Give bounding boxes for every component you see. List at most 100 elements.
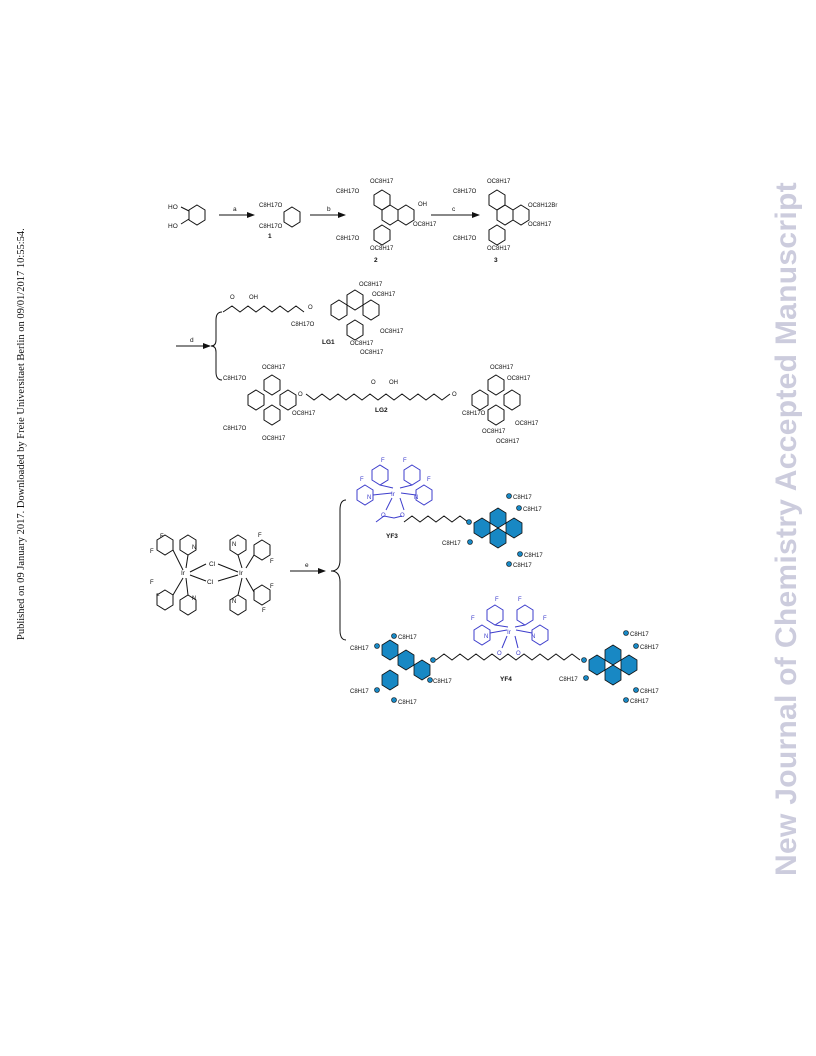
octyl-label: C8H17 xyxy=(640,645,659,651)
octyloxy-label: OC8H17 xyxy=(528,222,552,228)
octyl-label: C8H17 xyxy=(513,563,532,569)
oxygen-label: O xyxy=(400,513,405,519)
compound-3-structure: OC8H17 C8H17O OC8H12Br OC8H17 C8H17O OC8… xyxy=(453,179,557,264)
octyloxy-label: C8H17O xyxy=(453,236,477,242)
fluorine-label: F xyxy=(262,608,266,614)
fluorine-label: F xyxy=(270,584,274,590)
compound-label-yf4: YF4 xyxy=(500,676,512,683)
octyloxy-label: OC8H17 xyxy=(380,329,404,335)
fluorine-label: F xyxy=(270,559,274,565)
octyloxy-label: OC8H17 xyxy=(262,365,286,371)
octyl-label: C8H17 xyxy=(523,507,542,513)
fluorine-label: F xyxy=(150,549,154,555)
octyl-label: C8H17 xyxy=(630,699,649,705)
octyloxy-label: C8H17O xyxy=(291,322,315,328)
oxygen-label: O xyxy=(516,651,521,657)
lg2-structure: OC8H17 C8H17O O OC8H17 C8H17O OC8H17 O O… xyxy=(223,365,539,445)
oxygen-label: O xyxy=(371,380,376,386)
octyloxy-label: C8H17O xyxy=(223,426,247,432)
octyloxy-label: OC8H17 xyxy=(413,222,437,228)
octyloxy-label: OC8H17 xyxy=(350,341,374,347)
octyloxy-label: OC8H17 xyxy=(359,282,383,288)
compound-label-yf3: YF3 xyxy=(386,533,398,540)
fluorine-label: F xyxy=(381,458,385,464)
branch-brace xyxy=(330,499,347,641)
fluorine-label: F xyxy=(495,597,499,603)
octyloxy-label: OC8H17 xyxy=(487,179,511,185)
compound-label-3: 3 xyxy=(494,257,498,264)
octyloxy-label: OC8H17 xyxy=(490,365,514,371)
compound-label-2: 2 xyxy=(374,257,378,264)
octyloxy-label: C8H17O xyxy=(336,189,360,195)
oxygen-label: O xyxy=(381,513,386,519)
octyloxy-label: OC8H17 xyxy=(370,179,394,185)
octyloxy-label: OC8H17 xyxy=(496,439,520,445)
hydroxyl-label: HO xyxy=(168,223,178,230)
fluorine-label: F xyxy=(543,616,547,622)
octyloxy-label: C8H17O xyxy=(259,224,283,230)
compound-2-structure: OC8H17 C8H17O OH OC8H17 C8H17O OC8H17 2 xyxy=(336,179,437,264)
chloride-label: Cl xyxy=(209,561,216,568)
octyloxy-label: OC8H17 xyxy=(262,436,286,442)
compound-label-lg1: LG1 xyxy=(322,339,335,346)
step-label-d: d xyxy=(190,337,194,344)
octyloxy-label: OC8H17 xyxy=(292,411,316,417)
octyl-label: C8H17 xyxy=(442,541,461,547)
octyloxy-label: OC8H17 xyxy=(370,246,394,252)
octyloxy-label: C8H17O xyxy=(336,236,360,242)
iridium-label: Ir xyxy=(181,570,186,577)
hydroxyl-label: OH xyxy=(418,202,427,208)
step-label-a: a xyxy=(233,206,237,213)
nitrogen-label: N xyxy=(484,634,488,640)
step-label-c: c xyxy=(452,206,456,213)
compound-1-structure: C8H17O C8H17O 1 xyxy=(259,203,301,240)
octyl-label: C8H17 xyxy=(350,646,369,652)
fluorine-label: F xyxy=(403,458,407,464)
nitrogen-label: N xyxy=(232,542,236,548)
fluorine-label: F xyxy=(427,477,431,483)
fluorine-label: F xyxy=(160,534,164,540)
octyl-label: C8H17 xyxy=(398,700,417,706)
oxygen-label: O xyxy=(452,392,457,398)
octyl-label: C8H17 xyxy=(630,632,649,638)
iridium-label: Ir xyxy=(239,570,244,577)
iridium-label: Ir xyxy=(391,491,396,498)
octyl-label: C8H17 xyxy=(513,495,532,501)
step-label-e: e xyxy=(305,562,309,569)
octyl-label: C8H17 xyxy=(350,689,369,695)
fluorine-label: F xyxy=(258,533,262,539)
octyloxy-label: OC8H17 xyxy=(482,429,506,435)
octyloxy-label: C8H17O xyxy=(462,411,486,417)
lg1-structure: O OH O OC8H17 OC8H17 C8H17O OC8H17 OC8H1… xyxy=(222,282,404,356)
nitrogen-label: N xyxy=(192,596,196,602)
catechol-structure: HO HO xyxy=(168,204,206,230)
yf3-structure: F F F F N N Ir O O YF3 C8H17 C8H17 C8H17… xyxy=(356,458,543,569)
fluorine-label: F xyxy=(156,594,160,600)
fluorine-label: F xyxy=(471,616,475,622)
octyloxy-label: OC8H17 xyxy=(515,421,539,427)
fluorine-label: F xyxy=(150,580,154,586)
fluorine-label: F xyxy=(518,597,522,603)
nitrogen-label: N xyxy=(414,495,418,501)
step-label-b: b xyxy=(327,206,331,213)
yf4-structure: C8H17 C8H17 C8H17 C8H17 C8H17 F F F F N … xyxy=(350,597,659,706)
branch-brace xyxy=(210,311,223,381)
hydroxyl-label: HO xyxy=(168,204,178,211)
hydroxyl-label: OH xyxy=(249,295,258,301)
octyloxy-label: OC8H17 xyxy=(360,350,384,356)
nitrogen-label: N xyxy=(531,634,535,640)
iridium-dimer-structure: Ir Ir Cl Cl F F N F F N N F xyxy=(150,533,274,616)
nitrogen-label: N xyxy=(192,545,196,551)
octyl-label: C8H17 xyxy=(559,677,578,683)
octyloxy-label: OC8H17 xyxy=(507,376,531,382)
octyloxy-label: C8H17O xyxy=(453,189,477,195)
nitrogen-label: N xyxy=(367,495,371,501)
octyloxy-label: OC8H17 xyxy=(487,246,511,252)
bromooctyloxy-label: OC8H12Br xyxy=(528,203,557,209)
octyl-label: C8H17 xyxy=(524,553,543,559)
compound-label-lg2: LG2 xyxy=(375,407,388,414)
octyloxy-label: C8H17O xyxy=(259,203,283,209)
octyl-label: C8H17 xyxy=(433,679,452,685)
octyl-label: C8H17 xyxy=(398,635,417,641)
oxygen-label: O xyxy=(298,392,303,398)
